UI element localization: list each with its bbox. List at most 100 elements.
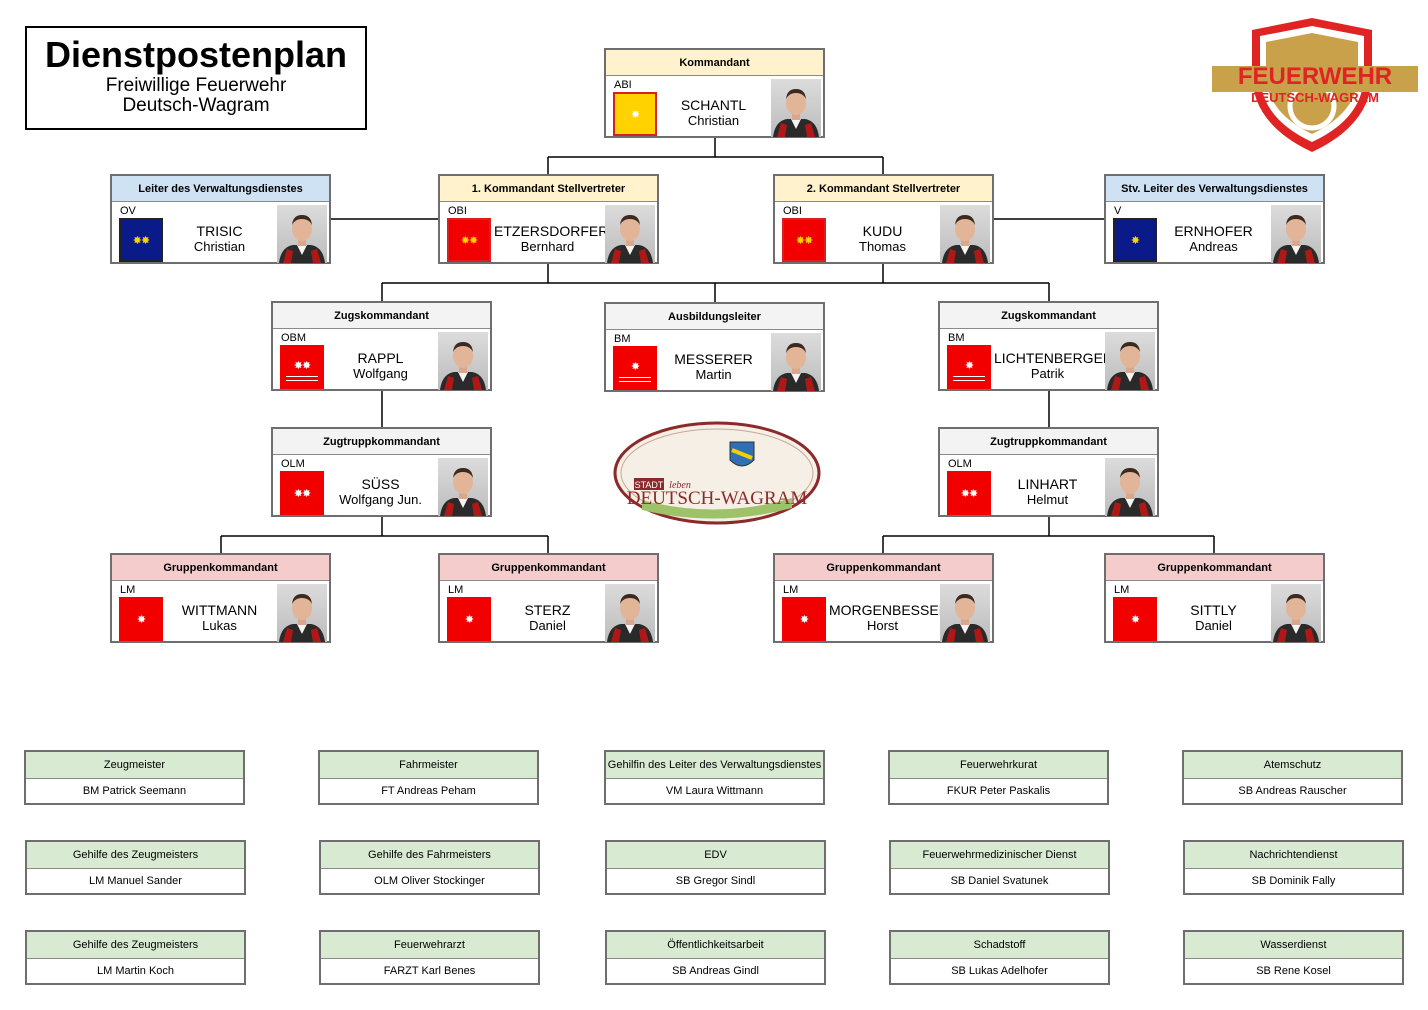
last-name: LICHTENBERGER [994, 350, 1114, 366]
portrait-photo [277, 205, 327, 263]
portrait-silhouette-icon [773, 89, 819, 137]
first-name: Patrik [1030, 366, 1065, 381]
city-logo-small1: STADT [635, 480, 664, 490]
role-box: Feuerwehrmedizinischer Dienst SB Daniel S… [889, 840, 1110, 895]
portrait-photo [277, 584, 327, 642]
rank-label: ABI [614, 79, 632, 91]
rank-label: BM [948, 332, 965, 344]
first-name: Wolfgang Jun. [339, 492, 422, 507]
last-name: SITTLY [1190, 602, 1237, 618]
first-name: Wolfgang [353, 366, 408, 381]
role-title: Feuerwehrmedizinischer Dienst [891, 842, 1108, 869]
role-title: Zeugmeister [26, 752, 243, 779]
role-title: Feuerwehrkurat [890, 752, 1107, 779]
city-logo-small2: leben [669, 480, 691, 491]
rank-insignia-icon: ✸ [119, 597, 163, 641]
card-header: Stv. Leiter des Verwaltungsdienstes [1106, 176, 1323, 202]
portrait-photo [1105, 332, 1155, 390]
first-name: Christian [193, 239, 246, 254]
role-person: LM Martin Koch [96, 965, 175, 977]
last-name: MESSERER [674, 351, 753, 367]
rank-insignia-icon: ✸ [1113, 218, 1157, 262]
last-name: ETZERSDORFER [494, 223, 609, 239]
portrait-photo [940, 584, 990, 642]
portrait-silhouette-icon [942, 215, 988, 263]
role-title: Gehilfe des Fahrmeisters [321, 842, 538, 869]
role-person: FT Andreas Peham [381, 785, 476, 797]
role-person: SB Daniel Svatunek [950, 875, 1049, 887]
first-name: Lukas [202, 618, 237, 633]
rank-insignia-icon: ✸ [447, 597, 491, 641]
role-person: SB Andreas Rauscher [1238, 785, 1347, 797]
role-title: Gehilfe des Zeugmeisters [27, 932, 244, 959]
page-subtitle-line2: Deutsch-Wagram [122, 95, 270, 116]
card-header: Kommandant [606, 50, 823, 76]
card-header: Zugtruppkommandant [273, 429, 490, 455]
card-header: Zugtruppkommandant [940, 429, 1157, 455]
last-name: KUDU [862, 223, 903, 239]
portrait-silhouette-icon [607, 594, 653, 642]
rank-label: LM [783, 584, 799, 596]
rank-insignia-icon: ✸✸ [119, 218, 163, 262]
portrait-photo [605, 205, 655, 263]
first-name: Helmut [1026, 492, 1069, 507]
last-name: SCHANTL [680, 97, 747, 113]
portrait-silhouette-icon [1273, 594, 1319, 642]
portrait-silhouette-icon [607, 215, 653, 263]
role-box: Fahrmeister FT Andreas Peham [318, 750, 539, 805]
role-title: Fahrmeister [320, 752, 537, 779]
rank-insignia-icon: ✸✸ [280, 345, 324, 389]
card-header: Ausbildungsleiter [606, 304, 823, 330]
fire-brigade-logo: FEUERWEHR DEUTSCH-WAGRAM [1212, 18, 1418, 152]
role-person: SB Rene Kosel [1256, 965, 1331, 977]
rank-label: LM [1114, 584, 1130, 596]
rank-label: LM [448, 584, 464, 596]
rank-label: OLM [281, 458, 305, 470]
card-verwaltung: Leiter des Verwaltungsdienstes OV ✸✸ TRI… [110, 174, 331, 264]
rank-insignia-icon: ✸ [782, 597, 826, 641]
last-name: WITTMANN [181, 602, 258, 618]
role-title: EDV [607, 842, 824, 869]
role-person: VM Laura Wittmann [665, 785, 764, 797]
title-box: Dienstpostenplan Freiwillige Feuerwehr D… [25, 26, 367, 130]
page-subtitle-line1: Freiwillige Feuerwehr [105, 75, 287, 96]
role-person: SB Andreas Gindl [672, 965, 759, 977]
portrait-photo [1271, 584, 1321, 642]
role-box: Öffentlichkeitsarbeit SB Andreas Gindl [605, 930, 826, 985]
card-header: Gruppenkommandant [112, 555, 329, 581]
last-name: MORGENBESSER [829, 602, 949, 618]
portrait-silhouette-icon [279, 594, 325, 642]
role-title: Öffentlichkeitsarbeit [607, 932, 824, 959]
role-title: Nachrichtendienst [1185, 842, 1402, 869]
portrait-photo [605, 584, 655, 642]
first-name: Bernhard [520, 239, 575, 254]
first-name: Horst [866, 618, 899, 633]
role-title: Atemschutz [1184, 752, 1401, 779]
card-header: Zugskommandant [273, 303, 490, 329]
page-title: Dienstpostenplan [44, 34, 348, 75]
first-name: Thomas [859, 239, 906, 254]
portrait-silhouette-icon [279, 215, 325, 263]
card-header: 2. Kommandant Stellvertreter [775, 176, 992, 202]
card-header: Zugskommandant [940, 303, 1157, 329]
portrait-photo [771, 333, 821, 391]
rank-label: V [1114, 205, 1122, 217]
card-header: Gruppenkommandant [775, 555, 992, 581]
last-name: LINHART [1017, 476, 1078, 492]
role-person: FARZT Karl Benes [383, 965, 476, 977]
city-logo-main: DEUTSCH-WAGRAM [627, 488, 808, 509]
last-name: SÜSS [361, 476, 400, 492]
portrait-silhouette-icon [1107, 342, 1153, 390]
